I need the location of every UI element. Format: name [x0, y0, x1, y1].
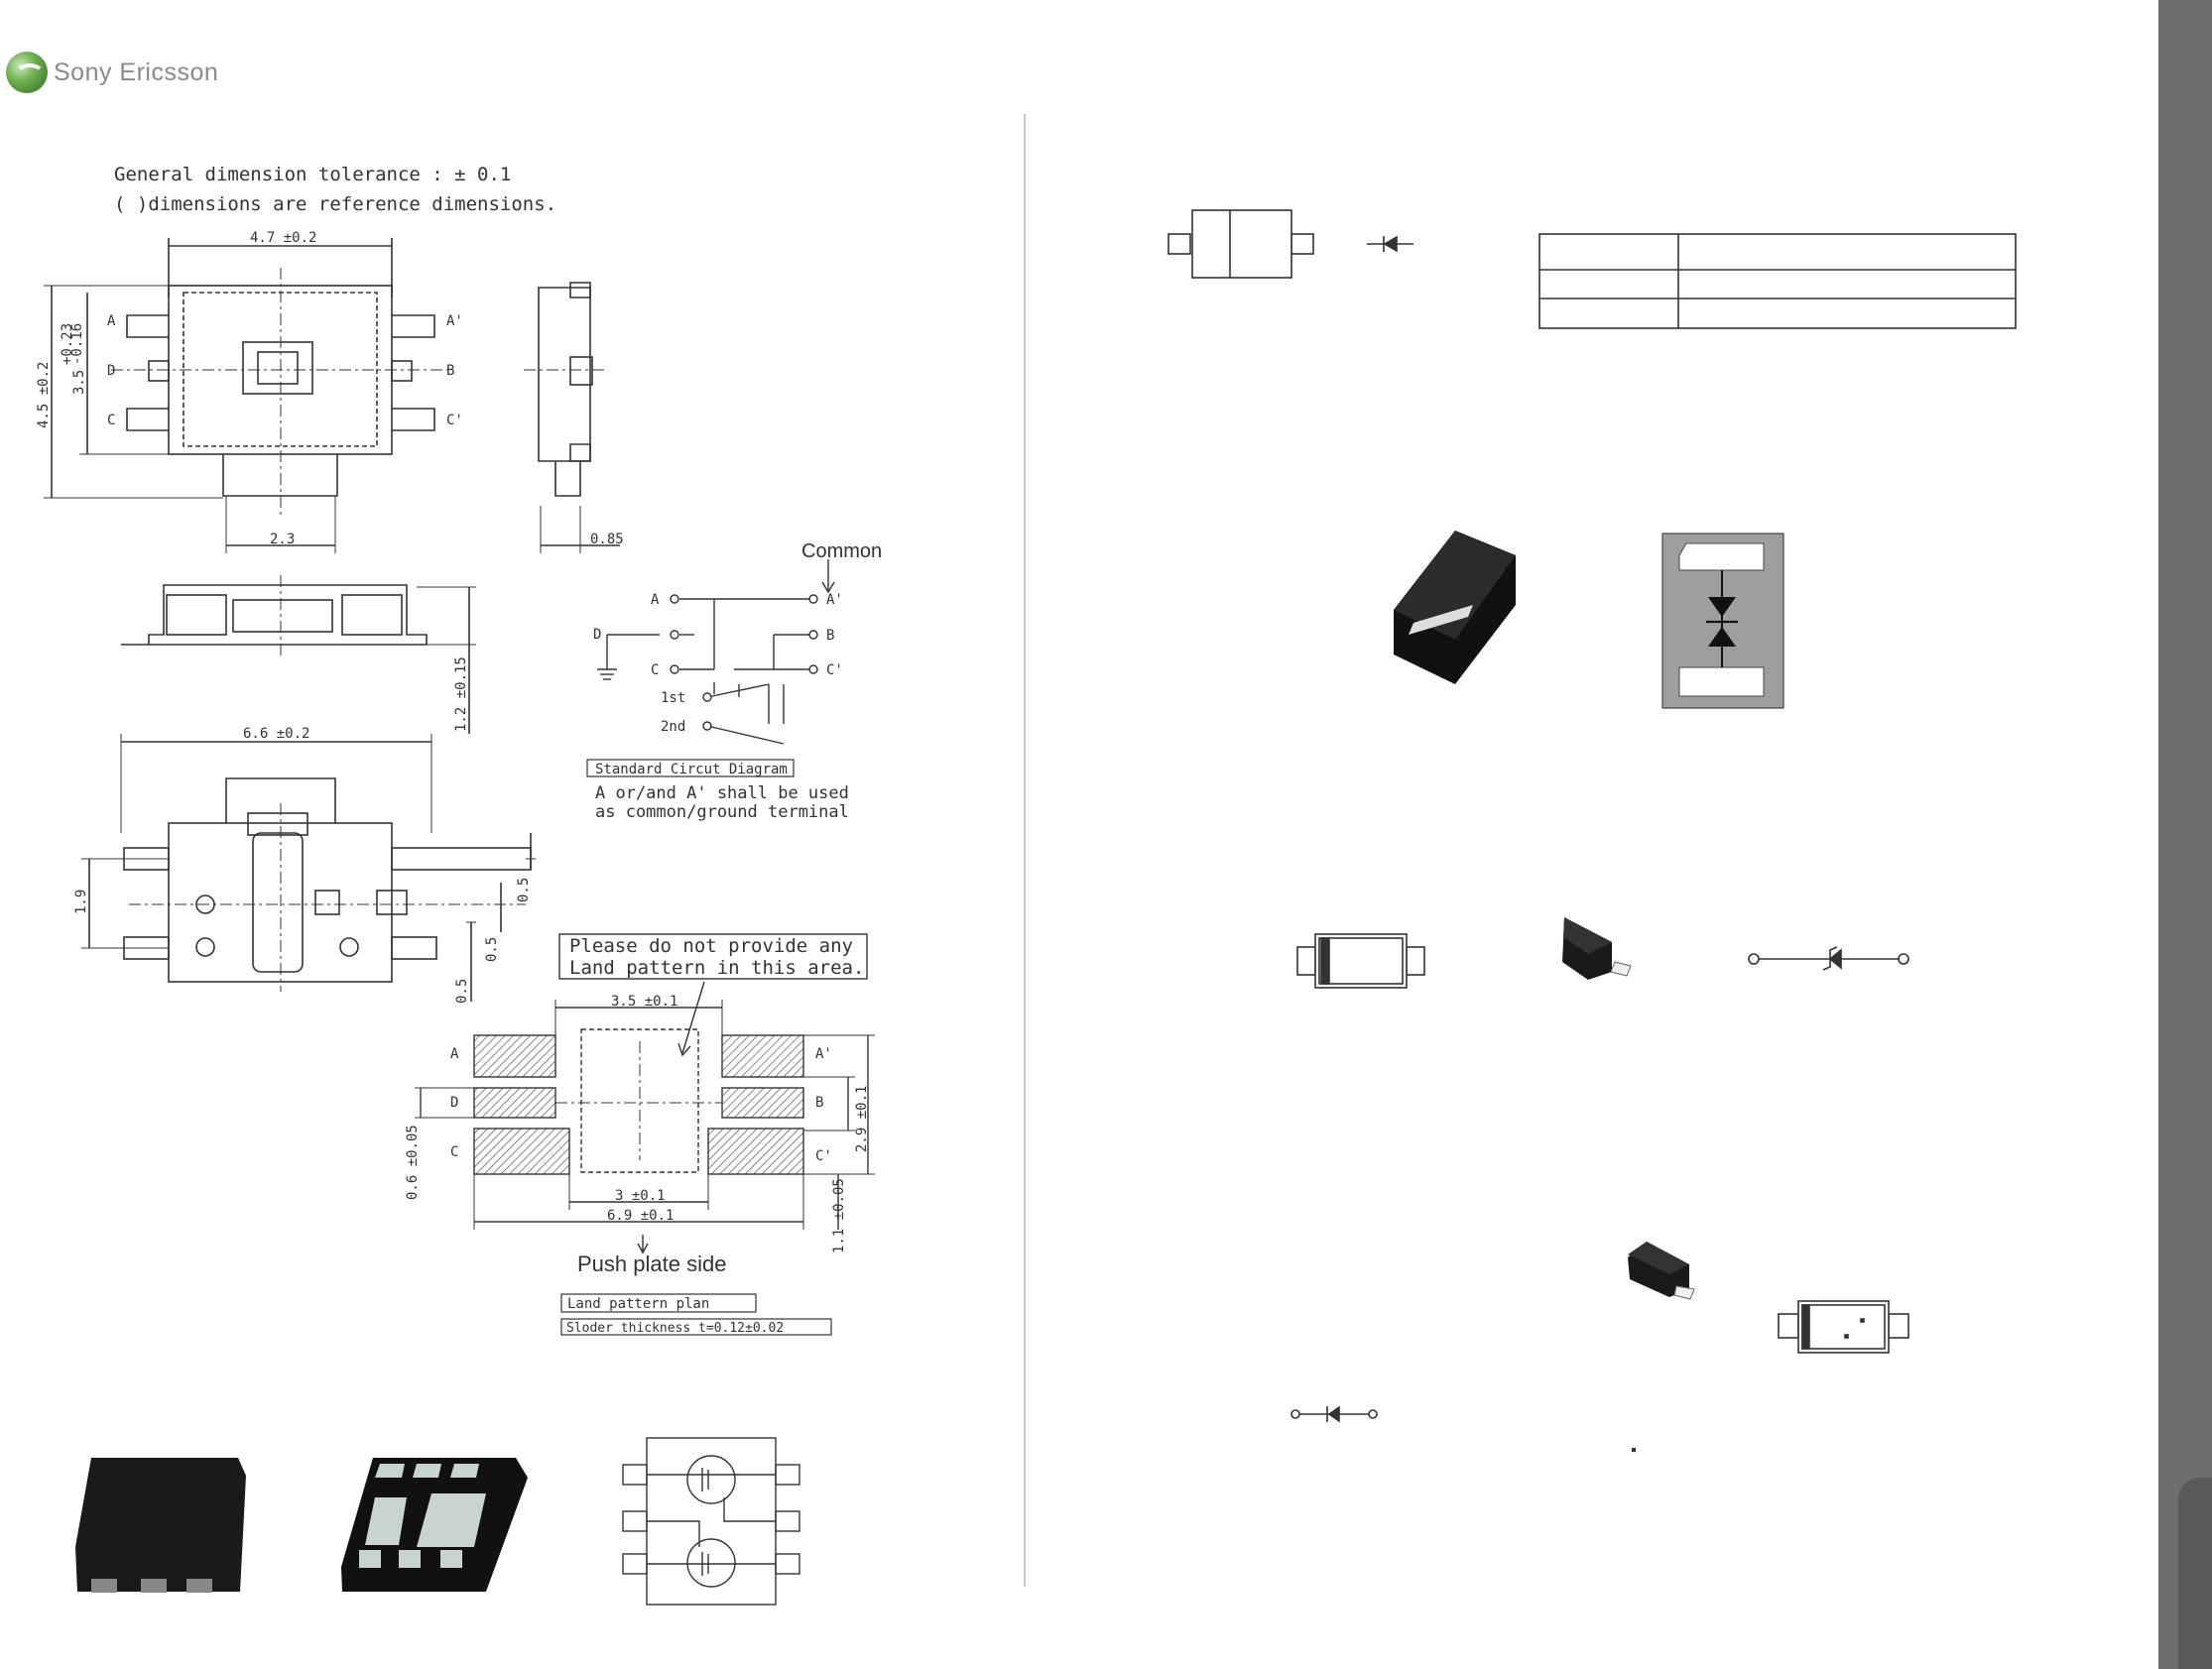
land-pattern-plan [415, 981, 875, 1254]
circuit-note-line1: A or/and A' shall be used [595, 783, 849, 803]
push-plate-side-label: Push plate side [577, 1252, 726, 1276]
small-diode-symbol-icon [1290, 1405, 1378, 1423]
sod123-3d [1562, 917, 1632, 980]
dual-mosfet-symbol [622, 1437, 800, 1606]
brand-name: Sony Ericsson [54, 58, 219, 86]
dim-05-a: 0.5 [516, 878, 532, 902]
dim-side-depth: 0.85 [590, 532, 624, 547]
land-pin-c: C [450, 1144, 458, 1160]
dim-foot-width: 2.3 [270, 532, 295, 547]
sony-ericsson-logo-icon [6, 52, 48, 93]
circuit-pin-b: B [826, 628, 834, 644]
diode-symbol-icon [1367, 235, 1413, 253]
spec-table [1538, 233, 2017, 329]
circuit-second-label: 2nd [661, 719, 685, 735]
sod323-3d [1628, 1242, 1695, 1300]
sma-package-3d [1394, 531, 1516, 684]
dim-pitch-left: 1.9 [73, 890, 89, 914]
land-pin-c2: C' [815, 1148, 832, 1164]
tvs-marking-diagram [1661, 533, 1784, 709]
dim-05-b: 0.5 [484, 937, 500, 962]
land-plan-caption: Land pattern plan [567, 1296, 709, 1312]
land-pin-a: A [450, 1046, 459, 1062]
circuit-pin-a2: A' [826, 592, 843, 608]
pin-label-c2: C' [446, 413, 463, 428]
circuit-pin-c2: C' [826, 662, 843, 678]
stray-mark [1632, 1448, 1636, 1452]
circuit-pin-c: C [651, 662, 659, 678]
pin-label-b: B [446, 363, 454, 379]
circuit-caption: Standard Circut Diagram [595, 762, 788, 777]
land-dim-pad-right: 1.1 ±0.05 [831, 1178, 847, 1253]
pin-label-d: D [107, 363, 115, 379]
sod-diode-outline [1167, 209, 1314, 279]
circuit-first-label: 1st [661, 690, 685, 706]
land-plan-caption-box [560, 1293, 757, 1313]
dim-height-left: 4.5 ±0.2 [36, 362, 52, 428]
switch-top-view [44, 238, 448, 553]
land-pin-a2: A' [815, 1046, 832, 1062]
circuit-note-line2: as common/ground terminal [595, 802, 849, 822]
dfn-package-bottom [341, 1458, 528, 1592]
sod323-outline [1778, 1300, 1909, 1354]
dim-05-c: 0.5 [454, 979, 470, 1004]
dim-profile-height: 1.2 ±0.15 [453, 656, 469, 732]
page-edge-tab [2178, 1478, 2212, 1669]
circuit-caption-box [586, 759, 795, 777]
pin-label-c: C [107, 413, 115, 428]
page-edge-bar [2158, 0, 2212, 1669]
land-warning-box [558, 933, 868, 980]
land-warning-line2: Land pattern in this area. [569, 957, 864, 979]
dim-height-inner: 3.5 [71, 370, 87, 395]
sod123-outline [1296, 933, 1425, 989]
solder-caption: Sloder thickness t=0.12±0.02 [566, 1321, 784, 1336]
land-pin-b: B [815, 1095, 823, 1111]
land-dim-right: 2.9 ±0.1 [854, 1086, 870, 1152]
dim-width-top: 4.7 ±0.2 [250, 230, 316, 246]
land-warning-line1: Please do not provide any [569, 935, 853, 957]
dfn-package-top [75, 1458, 246, 1593]
dim-body-width: 6.6 ±0.2 [243, 726, 309, 742]
land-dim-total: 6.9 ±0.1 [607, 1208, 674, 1224]
solder-caption-box [560, 1318, 832, 1336]
pin-label-a2: A' [446, 313, 463, 329]
page-divider [1024, 114, 1026, 1587]
switch-profile-view [121, 575, 476, 734]
switch-bottom-view [81, 734, 536, 1002]
land-dim-top: 3.5 ±0.1 [611, 994, 677, 1010]
circuit-pin-a: A [651, 592, 660, 608]
standard-circuit-diagram [597, 559, 835, 745]
circuit-common-label: Common [801, 540, 882, 562]
tolerance-note: General dimension tolerance : ± 0.1 [114, 164, 511, 185]
dim-height-inner-tol-minus: -0.16 [69, 323, 85, 365]
land-dim-pad-left: 0.6 ±0.05 [405, 1125, 421, 1200]
land-pin-d: D [450, 1095, 458, 1111]
brand-logo: Sony Ericsson [6, 52, 218, 93]
zener-diode-symbol-icon [1748, 946, 1909, 971]
circuit-pin-d: D [593, 627, 601, 643]
switch-side-view [524, 282, 620, 553]
dim-height-inner-tol-plus: +0.23 [60, 323, 75, 365]
land-dim-inner: 3 ±0.1 [615, 1188, 666, 1204]
reference-note: ( )dimensions are reference dimensions. [114, 193, 556, 215]
pin-label-a: A [107, 313, 116, 329]
